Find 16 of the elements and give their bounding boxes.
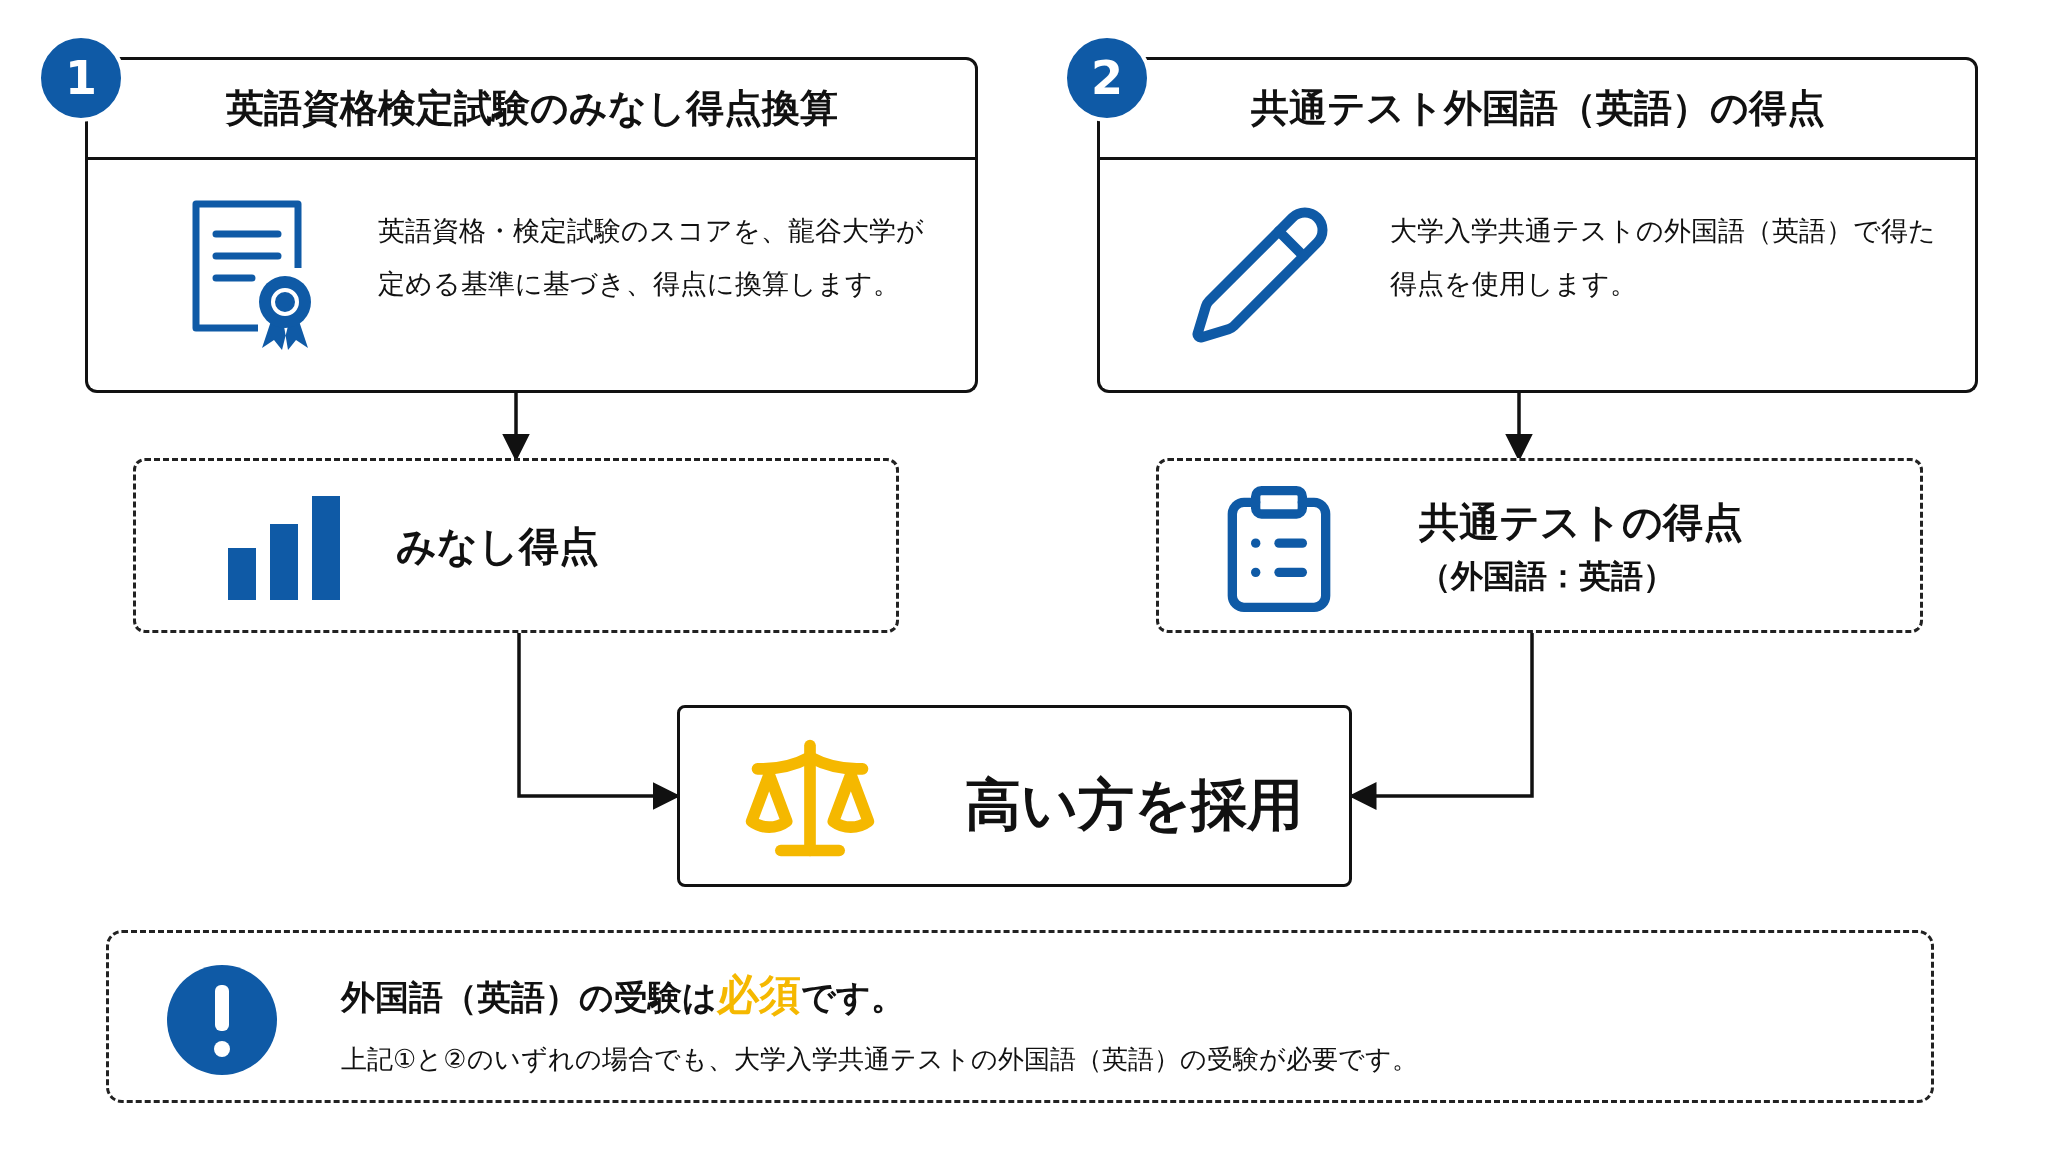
score-label: みなし得点 <box>396 521 599 571</box>
score-box <box>1156 458 1923 633</box>
box-title: 英語資格検定試験のみなし得点換算 <box>225 85 838 132</box>
note-box <box>106 930 1934 1103</box>
box-title: 共通テスト外国語（英語）の得点 <box>1250 85 1825 132</box>
description-text: 英語資格・検定試験のスコアを、龍谷大学が定める基準に基づき、得点に換算します。 <box>378 214 925 301</box>
description-box <box>1097 160 1978 393</box>
note-text: 上記①と②のいずれの場合でも、大学入学共通テストの外国語（英語）の受験が必要です。 <box>341 1043 1418 1076</box>
result-box <box>677 705 1352 887</box>
score-label: 共通テストの得点 <box>1419 497 1743 547</box>
score-sublabel: （外国語：英語） <box>1419 555 1676 597</box>
result-label: 高い方を採用 <box>965 771 1303 839</box>
description-text: 大学入学共通テストの外国語（英語）で得た得点を使用します。 <box>1390 214 1937 301</box>
score-box <box>133 458 899 633</box>
description-box <box>85 160 978 393</box>
note-heading: 外国語（英語）の受験は必須です。 <box>341 969 906 1021</box>
